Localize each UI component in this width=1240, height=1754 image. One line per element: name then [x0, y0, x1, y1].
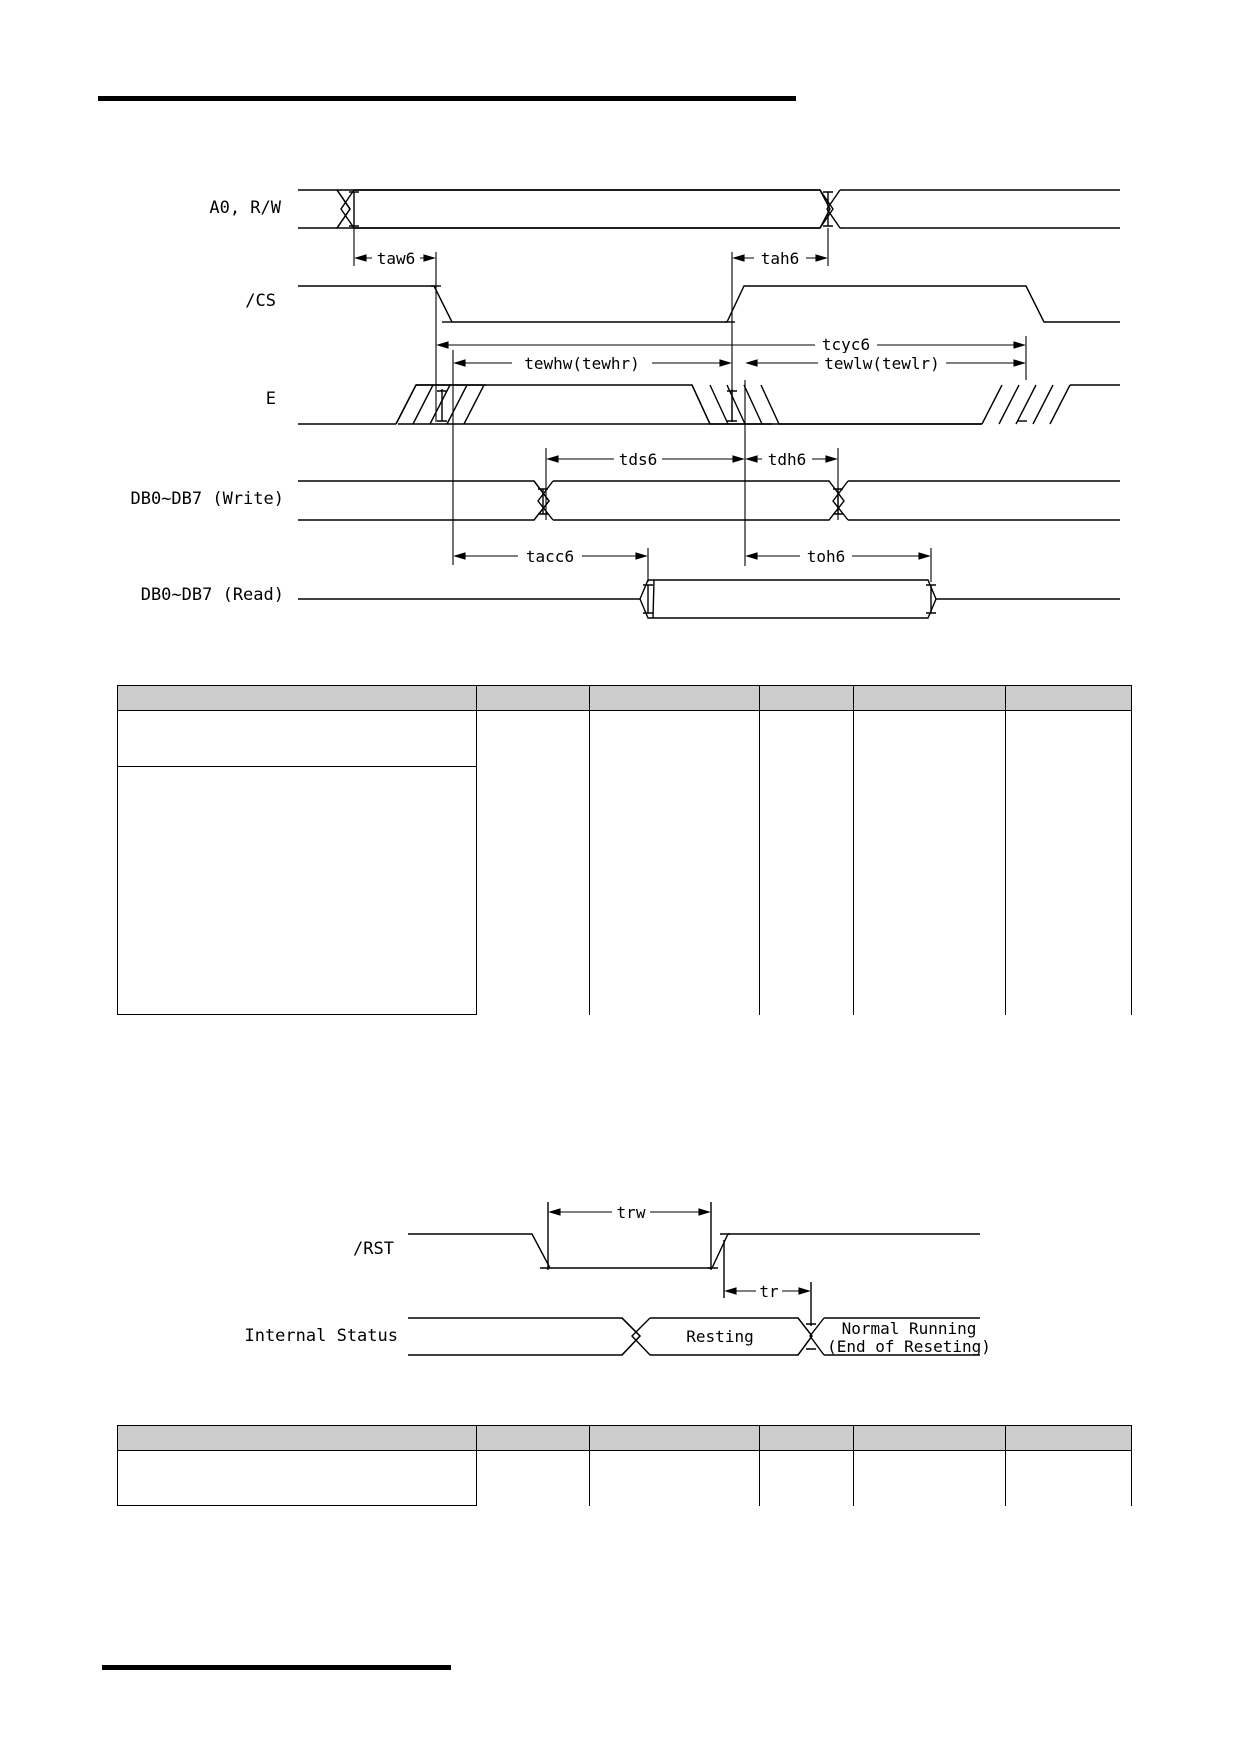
- table-cell: [853, 766, 1006, 1015]
- label-tewl: tewlw(tewlr): [824, 354, 940, 373]
- label-tdh: tdh6: [768, 450, 807, 469]
- waveform-internal-status: [408, 1317, 980, 1356]
- table-row: [117, 1450, 1132, 1506]
- table-cell: [1005, 710, 1132, 767]
- table-cell: [1005, 1450, 1132, 1506]
- reference-lines: [353, 228, 1027, 582]
- table-cell: [476, 766, 590, 1015]
- table-cell: [853, 710, 1006, 767]
- table-cell: [1005, 766, 1132, 1015]
- waveform-cs: [298, 285, 1120, 323]
- header-cell: [759, 1425, 854, 1451]
- dimension-arrows: [354, 254, 1026, 560]
- bottom-rule: [102, 1665, 451, 1670]
- label-taw: taw6: [377, 249, 416, 268]
- label-tr: tr: [759, 1282, 779, 1301]
- top-rule: [98, 96, 796, 101]
- waveform-rst: [408, 1202, 980, 1326]
- label-trw: trw: [617, 1203, 646, 1222]
- table-row: [117, 766, 1132, 1015]
- table-cell: [589, 766, 760, 1015]
- state-normal-running: Normal Running: [842, 1319, 977, 1338]
- waveform-e: [298, 384, 1120, 425]
- header-cell: [759, 685, 854, 711]
- signal-label-e: E: [266, 389, 276, 409]
- table-cell: [476, 710, 590, 767]
- signal-label-internal-status: Internal Status: [244, 1326, 398, 1346]
- table-cell: [759, 710, 854, 767]
- label-tewh: tewhw(tewhr): [524, 354, 640, 373]
- table-cell: [476, 1450, 590, 1506]
- dimension-labels: taw6 tah6 tcyc6 tewhw(tewhr) tewlw(tewlr…: [372, 248, 946, 566]
- label-tcyc: tcyc6: [822, 335, 870, 354]
- label-tacc: tacc6: [526, 547, 574, 566]
- table-header-row: [117, 1425, 1132, 1451]
- waveform-db-write: [298, 480, 1120, 521]
- reset-dimension-labels: trw tr: [612, 1202, 782, 1301]
- signal-label-a0-rw: A0, R/W: [209, 198, 281, 218]
- label-tds: tds6: [619, 450, 658, 469]
- label-tah: tah6: [761, 249, 800, 268]
- internal-status-states: Resting Normal Running (End of Reseting): [686, 1319, 991, 1356]
- table-cell: [117, 710, 477, 767]
- signal-label-rst: /RST: [353, 1239, 394, 1259]
- table-cell: [759, 1450, 854, 1506]
- header-cell: [589, 685, 760, 711]
- table-cell: [759, 766, 854, 1015]
- header-cell: [1005, 1425, 1132, 1451]
- state-end-of-reseting: (End of Reseting): [827, 1337, 991, 1356]
- table-header-row: [117, 685, 1132, 711]
- waveform-a0-rw: [298, 189, 1120, 229]
- label-toh: toh6: [807, 547, 846, 566]
- table-cell: [853, 1450, 1006, 1506]
- signal-label-db-write: DB0~DB7 (Write): [130, 489, 284, 509]
- signal-label-cs: /CS: [245, 291, 276, 311]
- header-cell: [476, 1425, 590, 1451]
- state-resting: Resting: [686, 1327, 753, 1346]
- header-cell: [476, 685, 590, 711]
- header-cell: [1005, 685, 1132, 711]
- header-cell: [589, 1425, 760, 1451]
- timing-parameter-table-2: [117, 1425, 1132, 1506]
- header-cell: [853, 1425, 1006, 1451]
- table-cell: [589, 1450, 760, 1506]
- table-cell: [117, 1450, 477, 1506]
- signal-labels: A0, R/W /CS E DB0~DB7 (Write) DB0~DB7 (R…: [130, 198, 284, 605]
- header-cell: [117, 685, 477, 711]
- table-cell: [117, 766, 477, 1015]
- timing-parameter-table-1: [117, 685, 1132, 1015]
- header-cell: [117, 1425, 477, 1451]
- table-cell: [589, 710, 760, 767]
- signal-label-db-read: DB0~DB7 (Read): [141, 585, 284, 605]
- table-row: [117, 710, 1132, 767]
- header-cell: [853, 685, 1006, 711]
- reset-signal-labels: /RST Internal Status: [244, 1239, 398, 1346]
- waveform-db-read: [298, 579, 1120, 619]
